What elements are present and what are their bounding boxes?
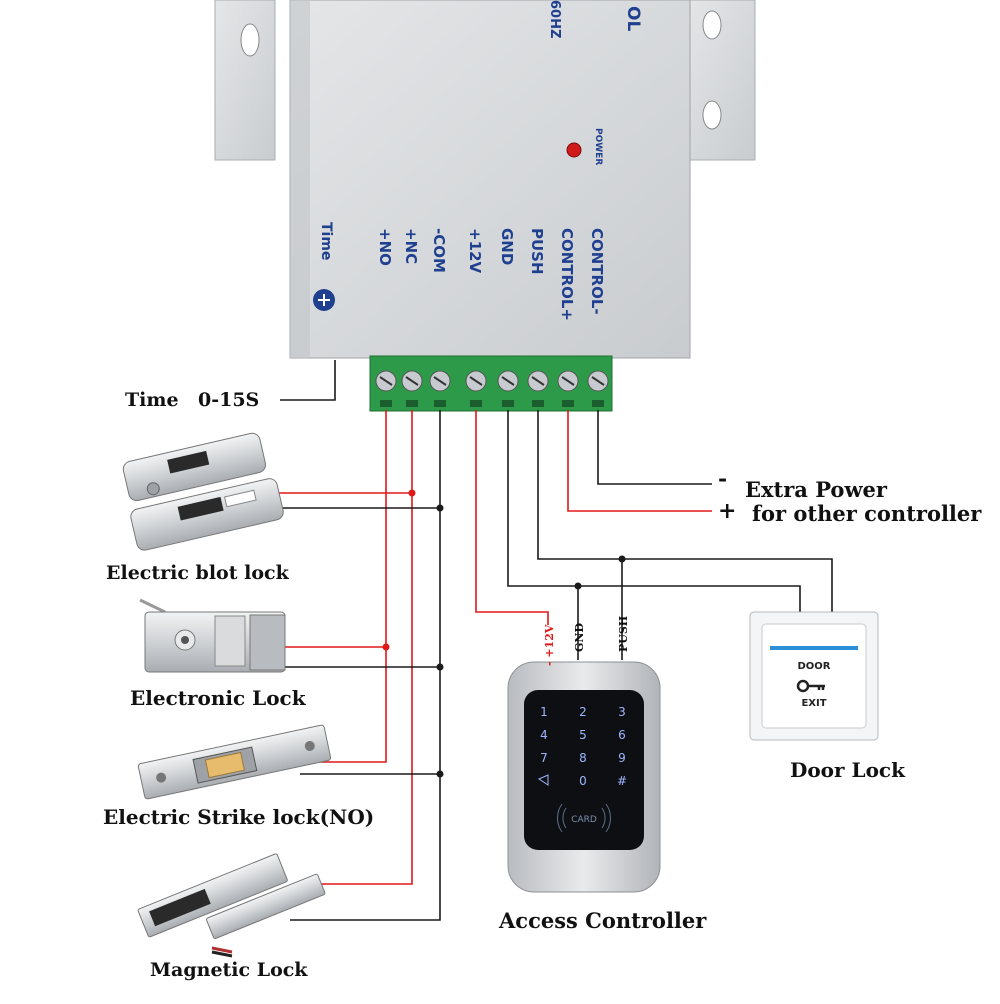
keypad-wire-push-label: PUSH <box>617 616 630 652</box>
strike-lock-label: Electric Strike lock(NO) <box>103 805 375 829</box>
wire-control-plus <box>567 410 712 512</box>
screw-slot <box>591 376 605 386</box>
extra-power-title: Extra Power <box>745 477 887 502</box>
wire-gnd-exit <box>507 410 801 614</box>
electric-bolt-lock <box>122 432 284 551</box>
key-icon <box>796 679 825 693</box>
wire-control-minus <box>597 410 712 485</box>
keypad-key: 9 <box>618 751 626 765</box>
wire-nc <box>305 410 413 885</box>
bell-icon <box>537 774 549 786</box>
terminal-wire-slot <box>502 400 514 407</box>
electronic-lock <box>139 598 286 673</box>
screw-slot <box>405 376 419 386</box>
access-controller-label: Access Controller <box>499 908 707 933</box>
keypad-key: 2 <box>579 705 587 719</box>
terminal-label: PUSH <box>528 228 546 275</box>
wire-push-exit <box>537 410 833 614</box>
keypad-key: # <box>617 774 627 788</box>
keypad-key: 6 <box>618 728 626 742</box>
exit-button-text: EXIT <box>801 698 826 709</box>
time-adjust-label: Time <box>318 222 334 260</box>
keypad-key: 5 <box>579 728 587 742</box>
magnetic-lock <box>137 853 326 958</box>
left-mounting-ear <box>214 0 276 161</box>
freq-label: 60HZ <box>547 0 562 38</box>
terminal-block <box>369 355 613 412</box>
terminal-label: -COM <box>430 228 448 273</box>
door-lock-label: Door Lock <box>790 758 905 782</box>
extra-power-minus: - <box>718 466 728 492</box>
door-button-text: DOOR <box>797 661 830 672</box>
terminal-wire-slot <box>592 400 604 407</box>
card-label: CARD <box>571 815 597 825</box>
access-controller-keypad: 1 2 3 4 5 6 7 8 9 0 # CARD <box>507 661 661 893</box>
door-exit-button: DOOR EXIT <box>749 611 879 741</box>
screw-slot <box>469 376 483 386</box>
keypad-key: 0 <box>579 774 587 788</box>
terminal-wire-slot <box>380 400 392 407</box>
keypad-key: 4 <box>540 728 548 742</box>
keypad-key: 1 <box>540 705 548 719</box>
enclosure-body <box>289 0 691 359</box>
terminal-labels: +NO +NC -COM +12V GND PUSH CONTROL+ CONTROL- <box>376 228 606 321</box>
terminal-wire-slot <box>434 400 446 407</box>
time-pointer-line <box>280 360 336 401</box>
mount-hole-right-top <box>702 10 722 40</box>
mount-hole-right-bottom <box>702 100 722 130</box>
screw-slot <box>531 376 545 386</box>
terminal-wire-slot <box>532 400 544 407</box>
terminal-label: CONTROL- <box>588 228 606 315</box>
wire-12v-keypad <box>475 410 549 625</box>
wiring <box>275 410 833 921</box>
terminal-label: +NO <box>376 228 394 266</box>
wire-no <box>310 410 387 763</box>
keypad-wire-gnd-label: GND <box>573 623 586 652</box>
brand-label: OL <box>623 6 643 31</box>
keypad-key: 7 <box>540 751 548 765</box>
screw-slot <box>379 376 393 386</box>
power-led-label: POWER <box>593 128 603 165</box>
keypad-wire-12v-label: - +12V <box>543 624 556 666</box>
screw-slot <box>561 376 575 386</box>
card-reader-area: CARD <box>556 803 612 833</box>
terminal-label: +NC <box>402 228 420 264</box>
terminal-wire-slot <box>562 400 574 407</box>
time-setting-label: Time <box>125 389 179 411</box>
terminal-wire-slot <box>470 400 482 407</box>
keypad-key: 3 <box>618 705 626 719</box>
electric-strike-lock <box>137 724 332 800</box>
screw-slot <box>433 376 447 386</box>
wire-com <box>290 410 441 921</box>
keypad-key: 8 <box>579 751 587 765</box>
time-setting-value: 0-15S <box>198 389 260 411</box>
terminal-label: CONTROL+ <box>558 228 576 321</box>
bolt-lock-label: Electric blot lock <box>106 562 289 584</box>
magnetic-lock-label: Magnetic Lock <box>150 959 308 981</box>
electronic-lock-label: Electronic Lock <box>130 686 306 710</box>
screw-slot <box>501 376 515 386</box>
keypad-face <box>524 690 644 850</box>
extra-power-plus: + <box>718 498 737 524</box>
power-supply <box>214 0 756 359</box>
terminal-label: +12V <box>466 228 484 273</box>
keypad-keys: 1 2 3 4 5 6 7 8 9 0 # <box>537 705 627 788</box>
power-led <box>566 142 582 158</box>
mount-hole-left <box>240 23 260 57</box>
terminal-wire-slot <box>406 400 418 407</box>
extra-power-subtitle: for other controller <box>752 501 982 526</box>
terminal-label: GND <box>498 228 516 265</box>
